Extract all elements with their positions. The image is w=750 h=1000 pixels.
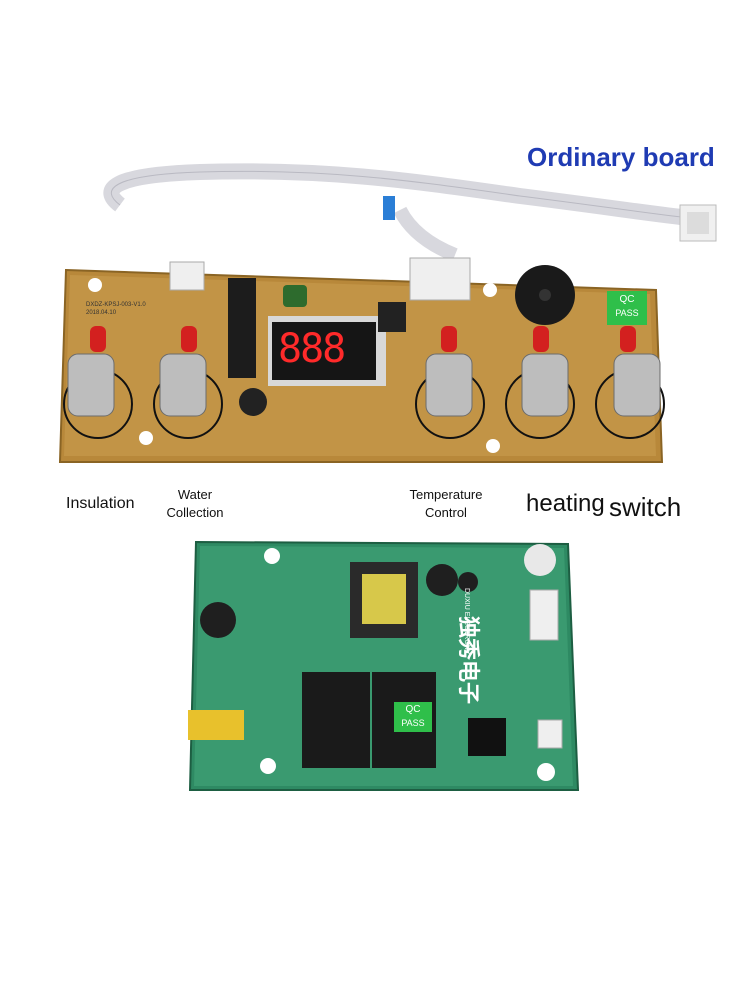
label-water-line1: Water [177, 487, 213, 502]
spring-temperature-control [415, 326, 485, 439]
qc-sticker-top-line2: PASS [615, 308, 639, 318]
title: Ordinary board [527, 142, 715, 172]
power-board [188, 540, 580, 791]
display-board [58, 257, 665, 463]
qc-sticker-top-line1: QC [619, 294, 635, 305]
label-temperature-control: Temperature Control [404, 486, 488, 522]
spring-heating [505, 326, 575, 439]
label-switch: switch [609, 492, 682, 522]
label-heating: heating [526, 490, 605, 517]
label-insulation: Insulation [66, 495, 135, 512]
label-water-line2: Collection [166, 505, 224, 520]
board-model-text: DXDZ-KPSJ-003-V1.0 [86, 302, 146, 308]
ribbon-cable [103, 163, 717, 262]
label-water-collection: Water Collection [160, 486, 230, 522]
label-temp-line2: Control [425, 505, 467, 520]
label-temp-line1: Temperature [409, 487, 483, 502]
seven-segment-display: 888 [278, 326, 346, 372]
power-board-brand-en: DUXIU ELECTRONIC [463, 588, 470, 657]
board-date-text: 2018.04.10 [86, 310, 117, 316]
qc-sticker-bottom-line1: QC [405, 704, 421, 715]
spring-insulation [63, 326, 133, 439]
power-board-brand: 独秀电子 [456, 616, 481, 705]
qc-sticker-bottom-line2: PASS [401, 718, 425, 728]
spring-water-collection [153, 326, 223, 439]
spring-switch [595, 326, 665, 439]
